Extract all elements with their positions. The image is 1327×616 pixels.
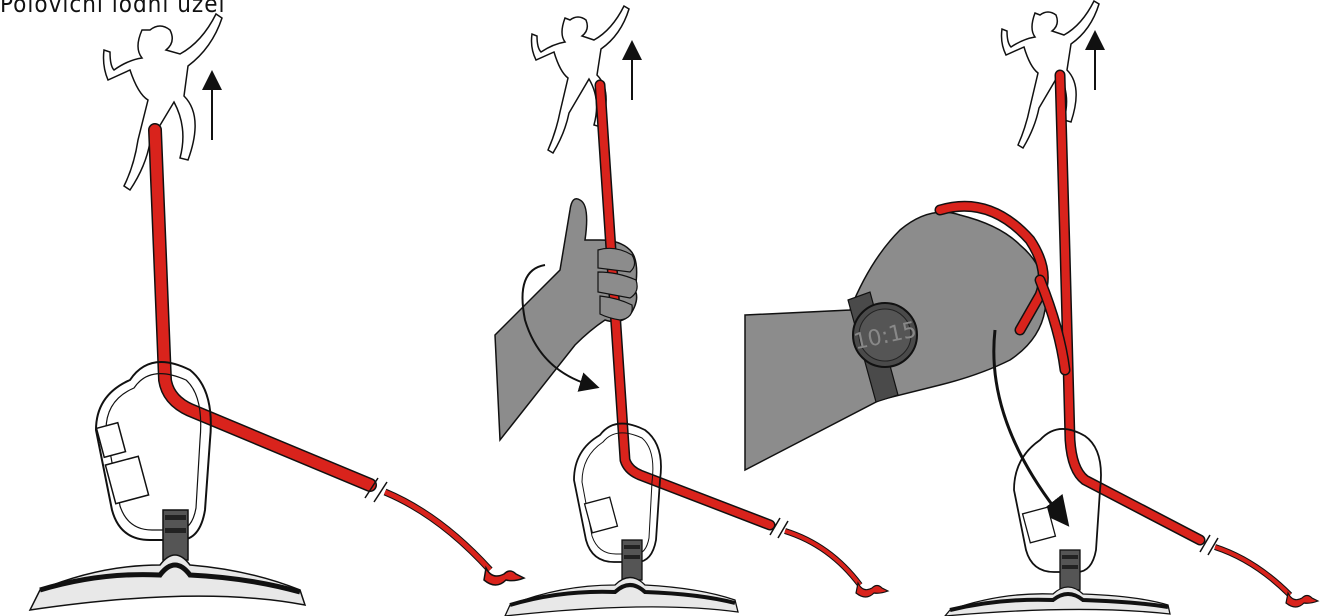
carabiner-lock xyxy=(1023,507,1056,543)
rope-end xyxy=(1286,593,1318,607)
rope xyxy=(155,130,370,485)
panel-step-3: 10:15 xyxy=(745,1,1318,616)
carabiner-lock xyxy=(105,456,148,503)
rope-end xyxy=(484,568,524,585)
carabiner xyxy=(1014,429,1101,572)
panel-step-1 xyxy=(30,14,524,610)
climber-figure xyxy=(1002,1,1100,148)
carabiner-lock xyxy=(585,497,618,533)
anchor xyxy=(505,540,738,616)
anchor xyxy=(945,550,1170,616)
diagram-title: Poloviční lodní uzel xyxy=(0,0,226,18)
anchor xyxy=(30,510,305,610)
rope-end xyxy=(856,583,888,597)
climber-figure xyxy=(532,6,630,153)
